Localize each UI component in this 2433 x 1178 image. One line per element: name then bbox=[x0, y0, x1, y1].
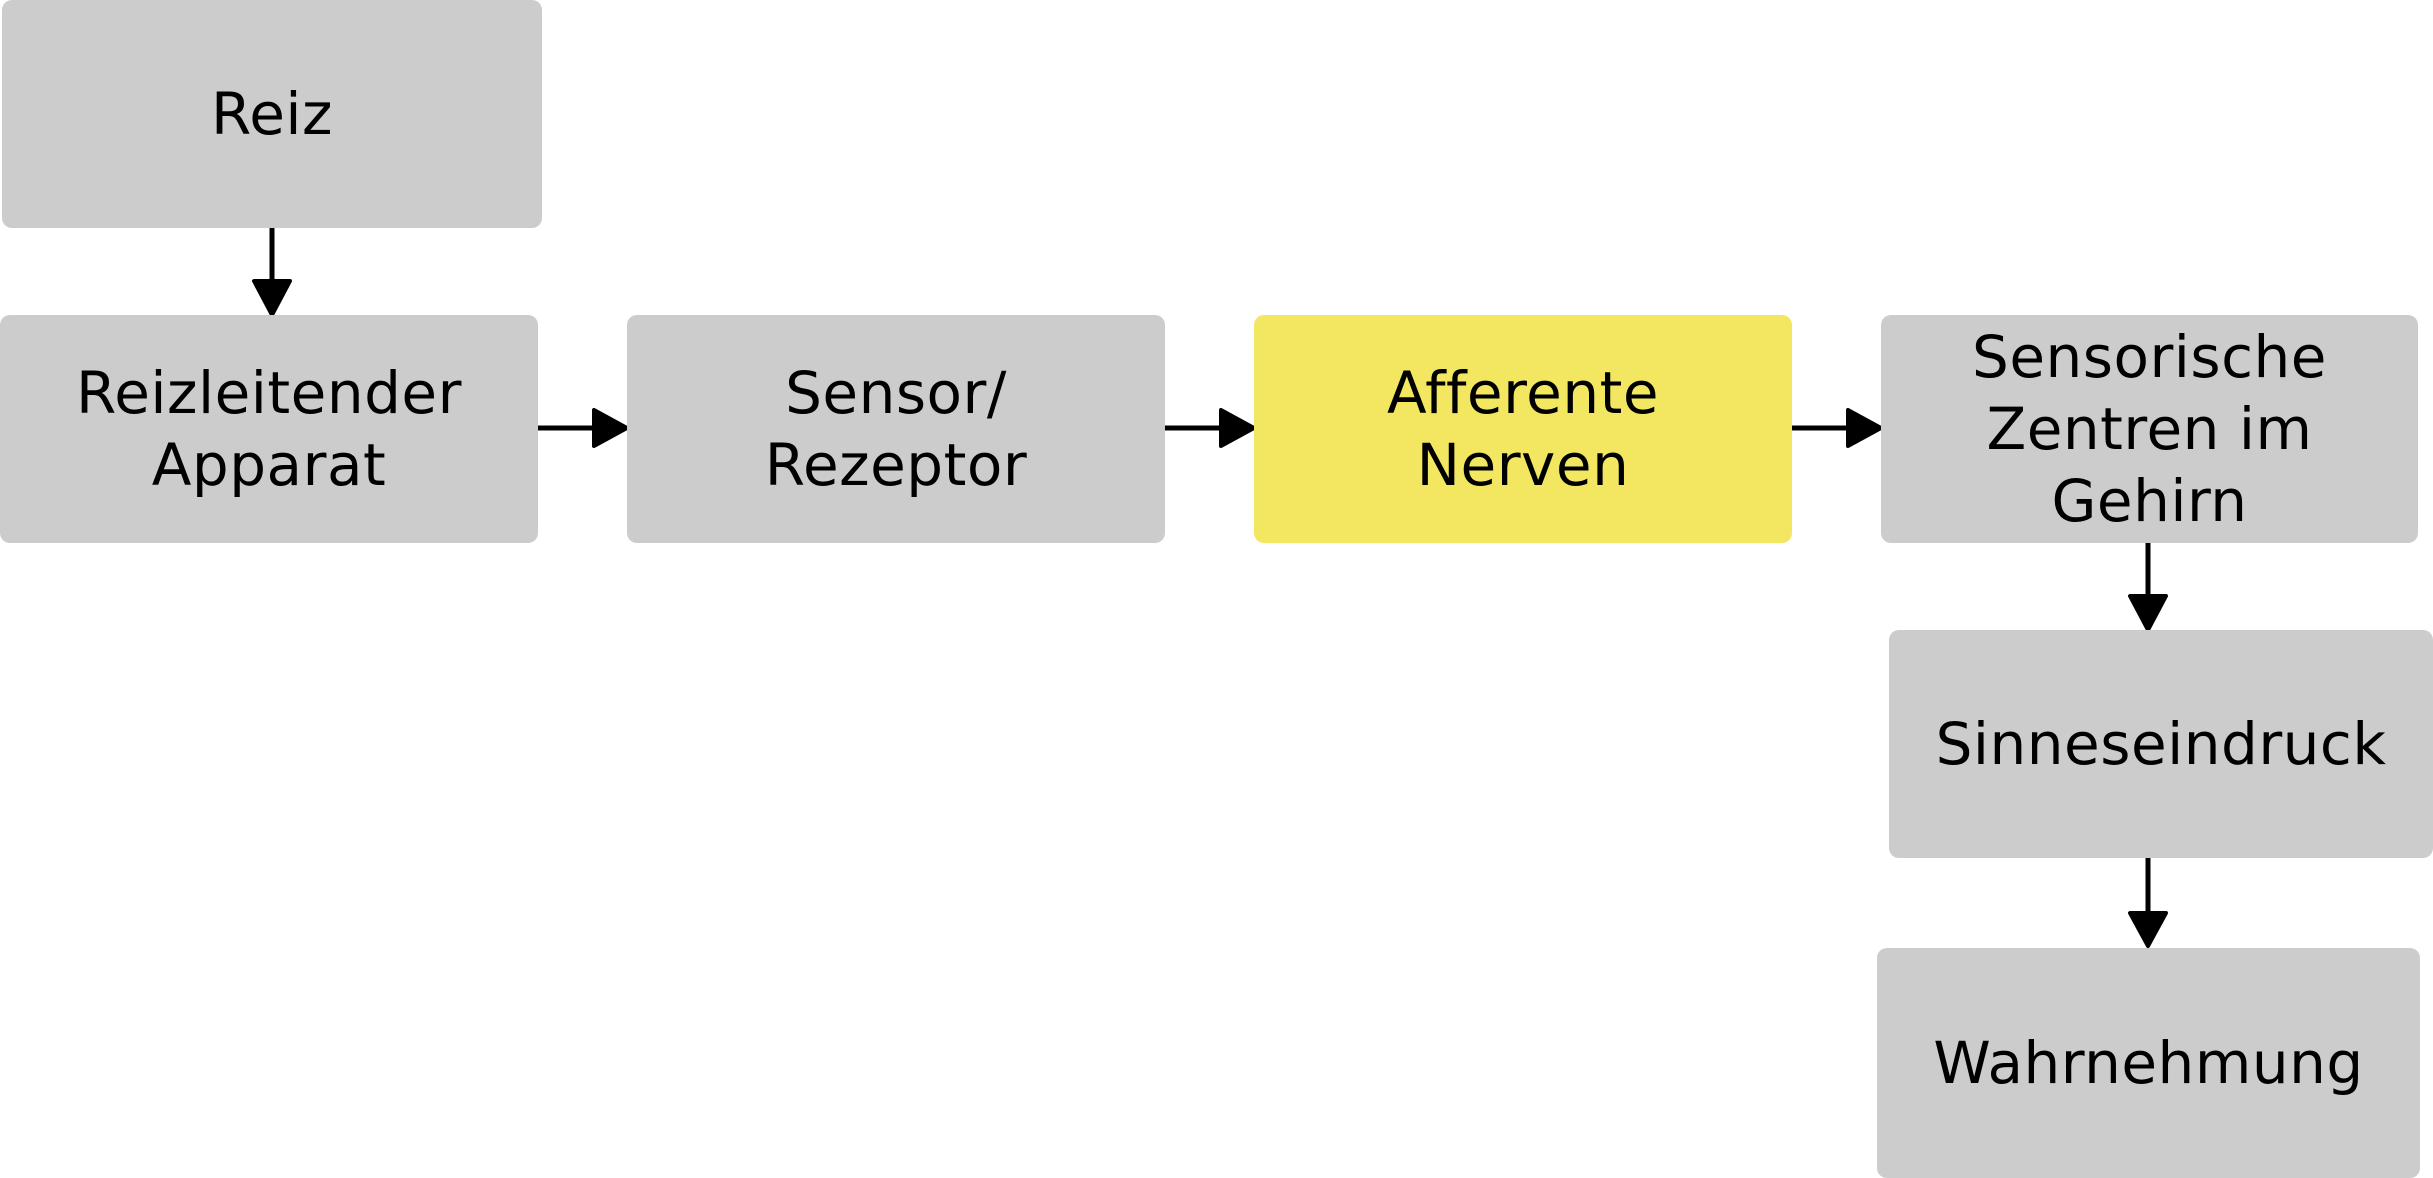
node-reizleitender-apparat: Reizleitender Apparat bbox=[0, 315, 538, 543]
arrow-eindruck-to-wahrnehmung bbox=[2128, 858, 2168, 948]
node-sensorische-zentren-label: Sensorische Zentren im Gehirn bbox=[1972, 323, 2327, 535]
node-afferente-nerven: Afferente Nerven bbox=[1254, 315, 1792, 543]
node-sensor-rezeptor: Sensor/ Rezeptor bbox=[627, 315, 1165, 543]
arrow-zentren-to-eindruck bbox=[2128, 543, 2168, 632]
node-afferente-nerven-label: Afferente Nerven bbox=[1386, 359, 1660, 499]
node-reiz: Reiz bbox=[2, 0, 542, 228]
node-sensorische-zentren: Sensorische Zentren im Gehirn bbox=[1881, 315, 2418, 543]
arrow-apparat-to-sensor bbox=[538, 408, 629, 448]
node-reiz-label: Reiz bbox=[211, 80, 333, 148]
node-wahrnehmung: Wahrnehmung bbox=[1877, 948, 2420, 1178]
node-sensor-rezeptor-label: Sensor/ Rezeptor bbox=[764, 359, 1028, 499]
arrow-sensor-to-afferent bbox=[1165, 408, 1256, 448]
node-wahrnehmung-label: Wahrnehmung bbox=[1933, 1029, 2364, 1097]
node-sinneseindruck-label: Sinneseindruck bbox=[1935, 710, 2387, 778]
arrow-reiz-to-apparat bbox=[252, 228, 292, 317]
node-sinneseindruck: Sinneseindruck bbox=[1889, 630, 2433, 858]
arrow-afferent-to-zentren bbox=[1792, 408, 1883, 448]
node-reizleitender-apparat-label: Reizleitender Apparat bbox=[76, 359, 462, 499]
